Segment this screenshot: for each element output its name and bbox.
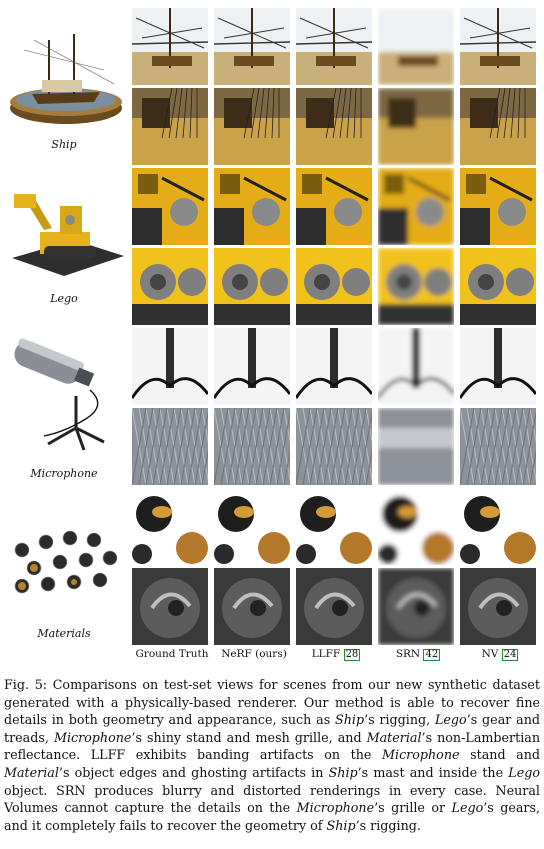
column-label-text: Ground Truth xyxy=(135,648,209,660)
crop-mic-stand-srn xyxy=(378,328,454,405)
ship-thumbnail xyxy=(10,34,122,124)
crop-lego-wheel-nv xyxy=(460,248,536,325)
crop-lego-gear-llff xyxy=(296,168,372,245)
caption-text: stand and xyxy=(459,747,541,763)
crop-ship-rig-nv xyxy=(460,8,536,85)
citation-ref[interactable]: 28 xyxy=(343,649,361,661)
crop-mat-close-nerf xyxy=(214,568,290,645)
crop-lego-wheel-srn xyxy=(378,248,454,325)
crop-mat-close-nv xyxy=(460,568,536,645)
crop-ship-rig-srn xyxy=(378,8,454,85)
crop-mic-grille-gt xyxy=(132,408,208,485)
crop-ship-deck-srn xyxy=(378,88,454,165)
crop-ship-rig-nerf xyxy=(214,8,290,85)
crop-mat-close-srn xyxy=(378,568,454,645)
caption-term: Ship xyxy=(328,764,358,780)
crop-lego-gear-gt xyxy=(132,168,208,245)
caption-text: ’s non-Lambertian reflectance. LLFF exhi… xyxy=(4,729,541,763)
crop-mic-grille-srn xyxy=(378,408,454,485)
crop-mic-grille-nv xyxy=(460,408,536,485)
crop-mat-top-nv xyxy=(460,488,536,565)
column-label-text: NV xyxy=(481,648,499,660)
crop-ship-deck-nerf xyxy=(214,88,290,165)
caption-text: Comparisons on test-set views for scenes… xyxy=(4,677,540,728)
materials-thumbnail xyxy=(14,530,118,594)
caption-term: Microphone xyxy=(382,747,460,763)
column-labels: Ground Truth NeRF (ours) LLFF 28 SRN 42 … xyxy=(132,648,544,664)
scene-label-lego: Lego xyxy=(50,292,78,305)
caption-term: Microphone xyxy=(296,800,375,816)
crop-mat-top-srn xyxy=(378,488,454,565)
caption-text: ’s gears, and it completely fails to rec… xyxy=(4,800,540,833)
scene-label-materials: Materials xyxy=(37,627,91,640)
crop-mic-stand-nerf xyxy=(214,328,290,405)
caption-text: ’s rigging, xyxy=(364,712,435,728)
crop-mat-close-llff xyxy=(296,568,372,645)
crop-ship-deck-gt xyxy=(132,88,208,165)
scene-label-ship: Ship xyxy=(51,138,77,151)
caption-text: ’s grille or xyxy=(374,800,452,816)
crop-lego-wheel-nerf xyxy=(214,248,290,325)
crop-mat-top-gt xyxy=(132,488,208,565)
crop-mic-grille-nerf xyxy=(214,408,290,485)
caption-term: Lego xyxy=(435,712,467,728)
caption-term: Lego xyxy=(508,764,540,780)
column-label-text: NeRF (ours) xyxy=(221,648,287,660)
column-label-text: SRN xyxy=(395,648,421,660)
crop-lego-gear-srn xyxy=(378,168,454,245)
microphone-thumbnail xyxy=(14,338,105,451)
column-label-nerf: NeRF (ours) xyxy=(214,648,294,660)
caption-text: ’s gear and treads, xyxy=(4,712,540,745)
column-label-llff: LLFF 28 xyxy=(296,648,376,661)
caption-text: object. SRN produces blurry and distorte… xyxy=(4,782,540,816)
citation-ref[interactable]: 42 xyxy=(423,649,441,661)
crop-mic-grille-llff xyxy=(296,408,372,485)
column-label-nv: NV 24 xyxy=(460,648,540,661)
caption-term: Lego xyxy=(451,800,484,816)
caption-text: ’s shiny stand and mesh grille, and xyxy=(131,729,367,745)
citation-ref[interactable]: 24 xyxy=(501,649,519,661)
crop-ship-rig-gt xyxy=(132,8,208,85)
figure: Ship Lego Microphone Materials xyxy=(10,8,544,664)
crop-lego-gear-nv xyxy=(460,168,536,245)
column-label-srn: SRN 42 xyxy=(378,648,458,661)
crop-mat-top-nerf xyxy=(214,488,290,565)
crop-lego-wheel-llff xyxy=(296,248,372,325)
column-label-text: LLFF xyxy=(311,648,341,660)
caption-term: Material xyxy=(366,729,422,745)
crop-mat-top-llff xyxy=(296,488,372,565)
crop-ship-deck-nv xyxy=(460,88,536,165)
caption-term: Microphone xyxy=(53,729,132,745)
caption-term: Material xyxy=(4,764,59,780)
crop-mat-close-gt xyxy=(132,568,208,645)
scene-label-microphone: Microphone xyxy=(30,467,98,480)
crop-mic-stand-nv xyxy=(460,328,536,405)
caption-term: Ship xyxy=(326,817,356,833)
crop-mic-stand-gt xyxy=(132,328,208,405)
crop-ship-deck-llff xyxy=(296,88,372,165)
caption-text: ’s rigging. xyxy=(355,817,421,833)
crop-mic-stand-llff xyxy=(296,328,372,405)
crop-lego-gear-nerf xyxy=(214,168,290,245)
lego-thumbnail xyxy=(12,194,124,276)
caption-term: Ship xyxy=(335,712,365,728)
crop-lego-wheel-gt xyxy=(132,248,208,325)
crop-ship-rig-llff xyxy=(296,8,372,85)
caption-text: ’s object edges and ghosting artifacts i… xyxy=(58,764,329,780)
figure-number: Fig. 5: xyxy=(4,677,48,692)
column-label-ground-truth: Ground Truth xyxy=(132,648,212,660)
figure-caption: Fig. 5: Comparisons on test-set views fo… xyxy=(4,676,540,834)
caption-text: ’s mast and inside the xyxy=(357,764,509,780)
